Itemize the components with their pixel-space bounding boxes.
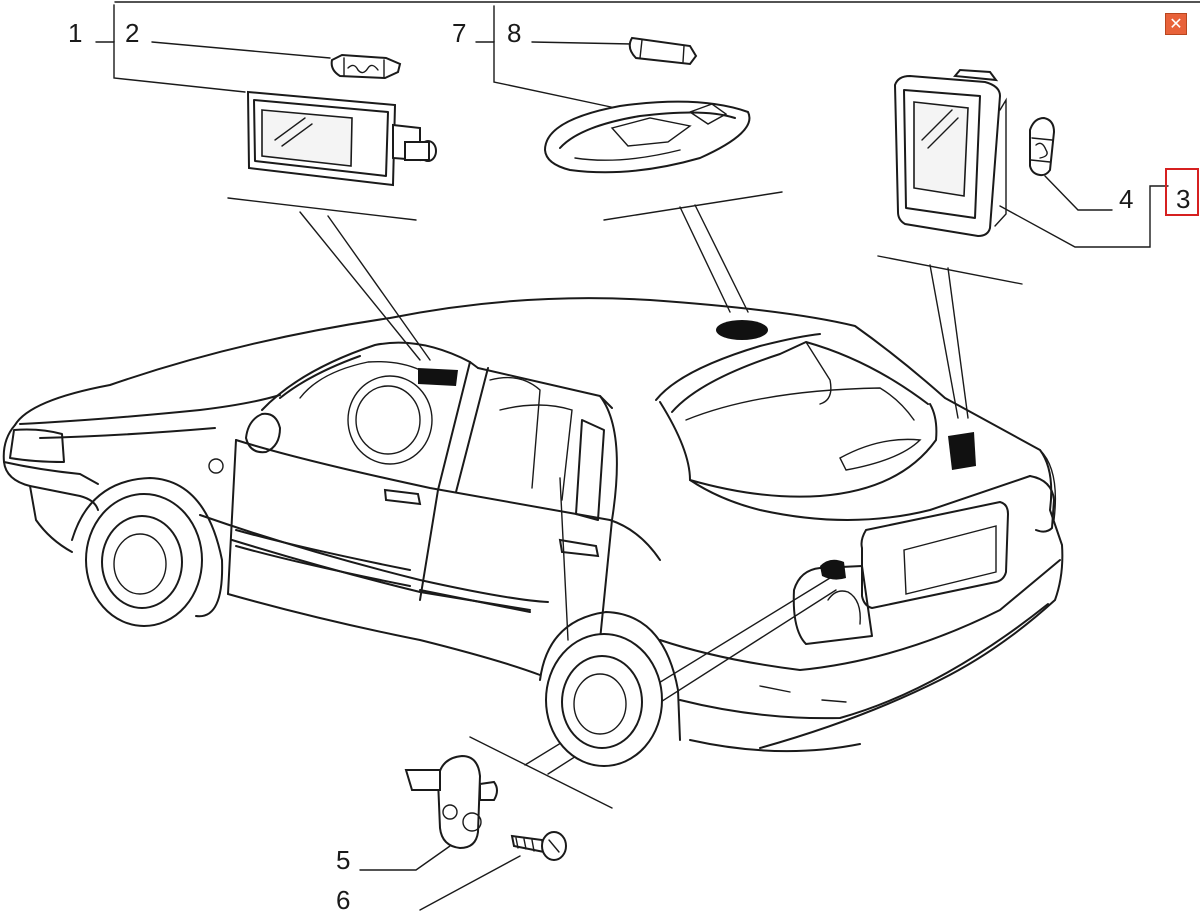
callout-8: 8 [507, 18, 522, 48]
part-6-screw [419, 831, 567, 911]
close-icon: ✕ [1169, 14, 1183, 33]
part-5-door-switch [359, 754, 498, 871]
callout-7: 7 [452, 18, 467, 48]
callout-3[interactable]: 3 [1176, 184, 1191, 214]
callout-1: 1 [68, 18, 83, 48]
part-7-dome-lamp [475, 5, 751, 174]
part-1-front-lamp [95, 4, 437, 187]
close-button[interactable]: ✕ [1165, 13, 1187, 35]
callout-2: 2 [125, 18, 140, 48]
marker-front-lamp [418, 368, 458, 386]
callout-5: 5 [336, 845, 351, 875]
marker-boot-lamp [948, 432, 976, 470]
marker-door-switch [820, 559, 846, 580]
marker-dome-lamp [716, 320, 768, 340]
callout-4: 4 [1119, 184, 1134, 214]
part-8-bulb [531, 36, 698, 66]
car-body [2, 297, 1064, 767]
part-4-bulb [1029, 116, 1113, 211]
selected-callout-highlight [1165, 168, 1199, 216]
callout-6: 6 [336, 885, 351, 915]
part-2-bulb [151, 41, 402, 80]
part-3-boot-lamp [893, 68, 1169, 248]
location-markers [418, 320, 976, 580]
